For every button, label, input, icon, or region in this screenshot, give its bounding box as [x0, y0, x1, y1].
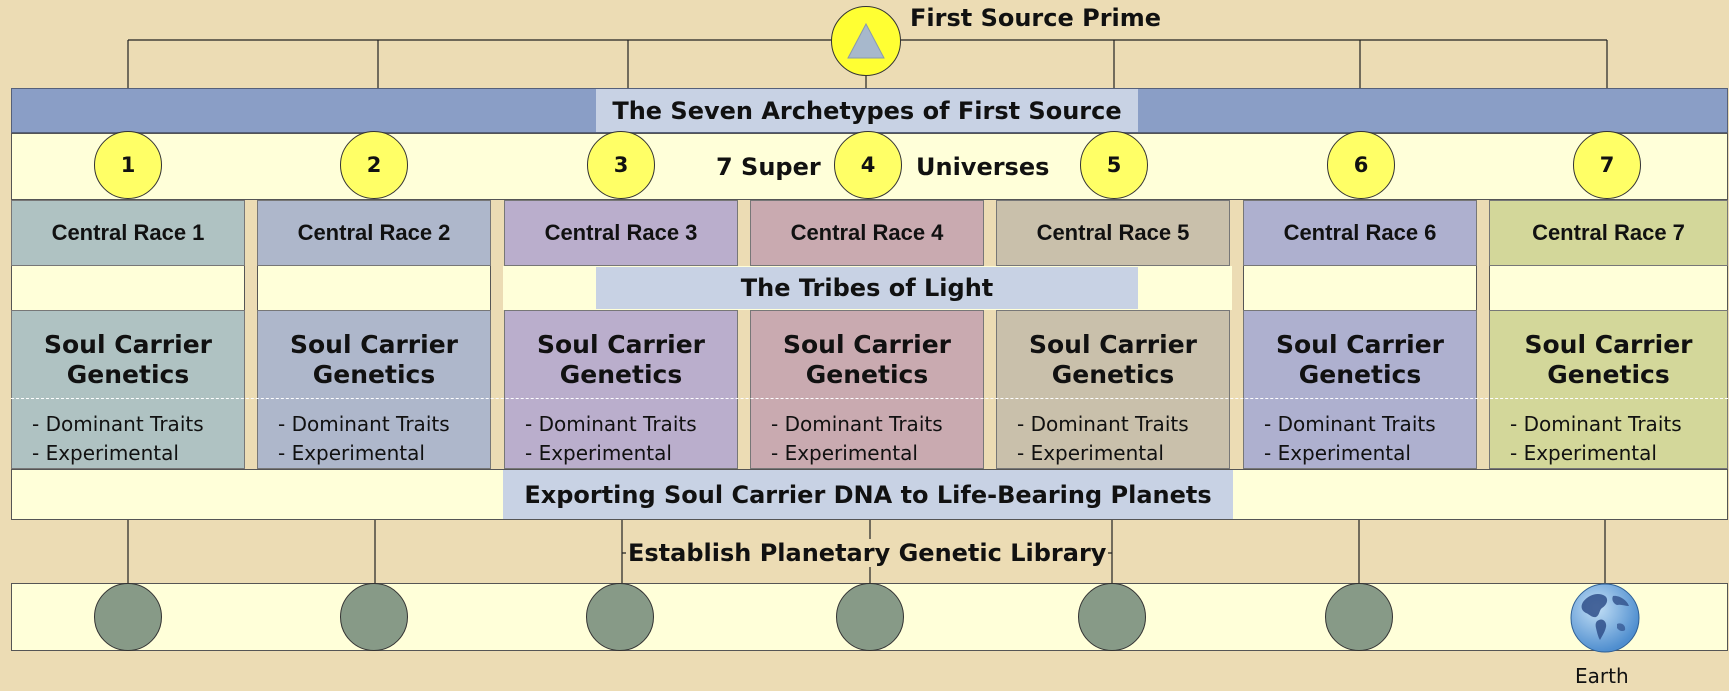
planet-2 [340, 583, 408, 651]
trait-experimental: - Experimental [32, 441, 179, 465]
trait-dominant: - Dominant Traits [1017, 412, 1189, 436]
earth-globe [1569, 582, 1641, 654]
first-source-prime-circle [831, 6, 901, 76]
trait-dominant: - Dominant Traits [1510, 412, 1682, 436]
trait-experimental: - Experimental [771, 441, 918, 465]
genetics-traits: - Dominant Traits - Experimental [32, 410, 244, 468]
genetics-divider [11, 398, 1728, 399]
genetics-title-line1: Soul Carrier [1276, 330, 1444, 359]
globe-icon [1570, 583, 1640, 653]
trait-dominant: - Dominant Traits [525, 412, 697, 436]
genetics-title-line2: Genetics [66, 360, 190, 389]
genetics-title-line1: Soul Carrier [1029, 330, 1197, 359]
genetics-title-line2: Genetics [1547, 360, 1670, 389]
genetics-title-line1: Soul Carrier [537, 330, 705, 359]
trait-dominant: - Dominant Traits [771, 412, 943, 436]
central-race-1: Central Race 1 [11, 200, 245, 266]
earth-label: Earth [1575, 664, 1629, 688]
genetics-traits: - Dominant Traits - Experimental [771, 410, 983, 468]
genetics-traits: - Dominant Traits - Experimental [278, 410, 490, 468]
universe-circle-5: 5 [1080, 131, 1148, 199]
tribes-cell-2 [257, 266, 491, 310]
genetics-title-line2: Genetics [312, 360, 436, 389]
genetics-title-line2: Genetics [1298, 360, 1422, 389]
trait-experimental: - Experimental [1510, 441, 1657, 465]
trait-dominant: - Dominant Traits [278, 412, 450, 436]
genetics-title-line1: Soul Carrier [44, 330, 212, 359]
universe-circle-2: 2 [340, 131, 408, 199]
tribes-label: The Tribes of Light [596, 267, 1138, 309]
super-universes-label-left: 7 Super [716, 153, 821, 181]
tribes-cell-1 [11, 266, 245, 310]
central-race-3: Central Race 3 [504, 200, 738, 266]
planet-6 [1325, 583, 1393, 651]
first-source-prime-title: First Source Prime [910, 4, 1162, 32]
genetics-title-line2: Genetics [805, 360, 929, 389]
central-race-5: Central Race 5 [996, 200, 1230, 266]
genetics-title-line1: Soul Carrier [290, 330, 458, 359]
super-universes-label-right: Universes [916, 153, 1050, 181]
universe-circle-1: 1 [94, 131, 162, 199]
universe-circle-3: 3 [587, 131, 655, 199]
universe-circle-4: 4 [834, 131, 902, 199]
universe-circle-6: 6 [1327, 131, 1395, 199]
central-race-4: Central Race 4 [750, 200, 984, 266]
planet-3 [586, 583, 654, 651]
archetypes-label: The Seven Archetypes of First Source [596, 89, 1138, 132]
tribes-cell-7 [1489, 266, 1728, 310]
trait-experimental: - Experimental [1017, 441, 1164, 465]
central-race-6: Central Race 6 [1243, 200, 1477, 266]
trait-experimental: - Experimental [278, 441, 425, 465]
genetics-traits: - Dominant Traits - Experimental [525, 410, 737, 468]
central-race-7: Central Race 7 [1489, 200, 1728, 266]
library-label: Establish Planetary Genetic Library [626, 539, 1109, 567]
export-label: Exporting Soul Carrier DNA to Life-Beari… [503, 470, 1233, 519]
triangle-icon [847, 22, 885, 59]
trait-experimental: - Experimental [525, 441, 672, 465]
trait-dominant: - Dominant Traits [32, 412, 204, 436]
trait-dominant: - Dominant Traits [1264, 412, 1436, 436]
genetics-traits: - Dominant Traits - Experimental [1264, 410, 1476, 468]
planet-5 [1078, 583, 1146, 651]
planet-1 [94, 583, 162, 651]
planet-4 [836, 583, 904, 651]
trait-experimental: - Experimental [1264, 441, 1411, 465]
central-race-2: Central Race 2 [257, 200, 491, 266]
genetics-title-line2: Genetics [1051, 360, 1175, 389]
universe-circle-7: 7 [1573, 131, 1641, 199]
genetics-traits: - Dominant Traits - Experimental [1510, 410, 1727, 468]
genetics-title-line2: Genetics [559, 360, 683, 389]
genetics-title-line1: Soul Carrier [1524, 330, 1693, 359]
genetics-traits: - Dominant Traits - Experimental [1017, 410, 1229, 468]
genetics-title-line1: Soul Carrier [783, 330, 951, 359]
tribes-cell-6 [1243, 266, 1477, 310]
